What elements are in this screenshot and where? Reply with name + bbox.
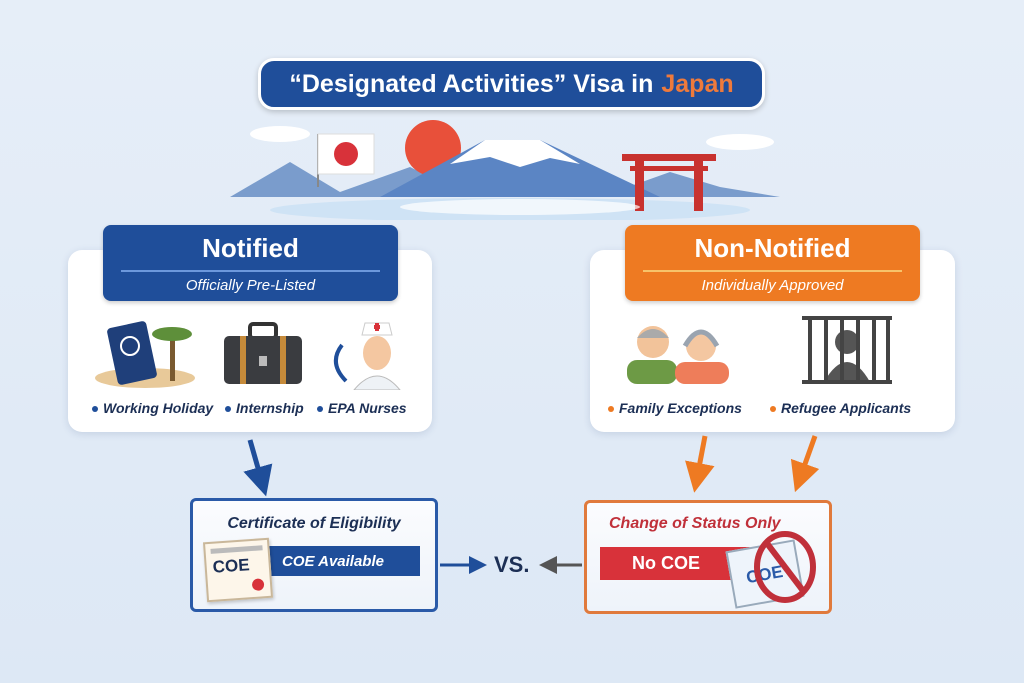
coe-document-icon: COE xyxy=(202,537,274,603)
mount-fuji xyxy=(380,140,660,197)
non-notified-subheading: Individually Approved xyxy=(701,277,844,294)
title-highlight: Japan xyxy=(661,69,734,98)
arrow-down-orange xyxy=(790,435,820,493)
cloud-icon xyxy=(250,126,310,142)
list-item: Family Exceptions xyxy=(608,400,742,416)
list-item: Internship xyxy=(225,400,304,416)
elderly-couple-icon xyxy=(627,326,729,384)
notified-banner: Notified Officially Pre-Listed xyxy=(103,225,398,301)
torii-gate-icon xyxy=(622,154,716,211)
arrow-down-blue xyxy=(243,439,273,497)
coe-title: Certificate of Eligibility xyxy=(227,515,401,532)
list-item: EPA Nurses xyxy=(317,400,407,416)
title-text: “Designated Activities” Visa in xyxy=(289,69,654,98)
non-notified-heading: Non-Notified xyxy=(694,233,851,263)
versus-label: VS. xyxy=(494,552,530,577)
briefcase-icon xyxy=(224,322,302,384)
list-item: Refugee Applicants xyxy=(770,400,911,416)
fuji-snowcap xyxy=(450,140,580,167)
change-of-status-title: Change of Status Only xyxy=(609,515,781,532)
nurse-icon xyxy=(334,322,401,390)
non-notified-banner: Non-Notified Individually Approved xyxy=(625,225,920,301)
cloud-icon xyxy=(706,134,774,150)
page-title: “Designated Activities” Visa in Japan xyxy=(258,58,765,110)
passport-palm-icon xyxy=(95,321,195,388)
coe-available-ribbon: COE Available xyxy=(262,546,420,576)
arrow-down-orange xyxy=(685,435,715,493)
person-behind-bars-icon xyxy=(802,316,892,384)
japan-landscape-illustration xyxy=(230,120,780,220)
notified-subheading: Officially Pre-Listed xyxy=(185,277,316,294)
notified-heading: Notified xyxy=(202,233,299,263)
prohibited-icon xyxy=(754,531,816,603)
list-item: Working Holiday xyxy=(92,400,213,416)
